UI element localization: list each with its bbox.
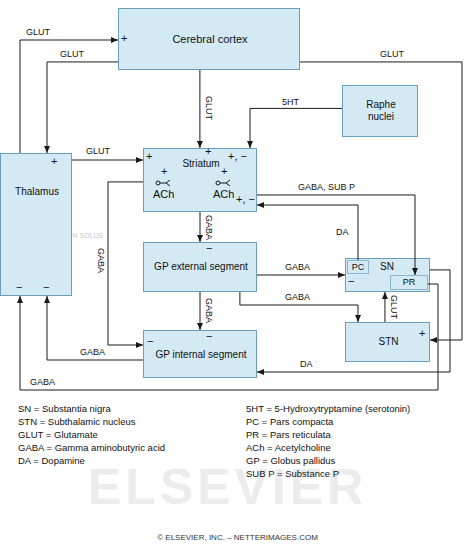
- pathway-connector: [250, 108, 342, 148]
- node-label: GP external segment: [144, 261, 258, 273]
- signal-label: DA: [300, 360, 313, 369]
- legend-entry: SUB P = Substance P: [246, 469, 339, 479]
- nucleus-box: Cerebral cortex: [118, 8, 300, 70]
- legend-entry: GP = Globus pallidus: [246, 456, 335, 466]
- pathway-connector: [257, 275, 345, 276]
- nucleus-box: PR: [390, 275, 428, 290]
- signal-label: DA: [336, 228, 349, 237]
- watermark-text: © ELSEVIER, INC. – NETTERIMAGES.COM: [0, 534, 475, 542]
- sign-label: −: [43, 282, 49, 293]
- sign-label: ACh: [213, 189, 234, 200]
- sign-label: +: [205, 146, 211, 157]
- pathway-connector: [108, 182, 143, 345]
- sign-label: ACh: [153, 189, 174, 200]
- legend-entry: PR = Pars reticulata: [246, 430, 331, 440]
- pathway-connector: [384, 292, 385, 322]
- connector-group: [20, 40, 462, 390]
- pathway-connector: [20, 40, 118, 153]
- signal-label: GABA: [204, 298, 213, 323]
- signal-label: GLUT: [389, 295, 398, 319]
- signal-label: 5HT: [282, 98, 299, 107]
- sign-label: +, −: [236, 194, 255, 205]
- pathway-connector: [200, 212, 201, 242]
- nucleus-box: PC: [347, 260, 369, 274]
- legend-entry: SN = Substantia nigra: [18, 404, 111, 414]
- signal-label: GLUT: [26, 28, 50, 37]
- legend-entry: GABA = Gamma aminobutyric acid: [18, 443, 165, 453]
- sign-label: +: [146, 151, 152, 162]
- sign-label: +: [161, 166, 167, 177]
- nucleus-box: Raphe nuclei: [342, 85, 418, 137]
- signal-label: GABA: [285, 263, 310, 272]
- sign-label: −: [206, 331, 212, 342]
- node-label: GP internal segment: [144, 349, 258, 361]
- node-label: Cerebral cortex: [119, 33, 301, 46]
- signal-label: GLUT: [380, 50, 404, 59]
- pathway-connector: [200, 292, 201, 330]
- legend-entry: STN = Subthalamic nucleus: [18, 417, 136, 427]
- node-label: PC: [348, 262, 368, 272]
- pathway-connector: [257, 195, 415, 275]
- signal-label: GLUT: [60, 50, 84, 59]
- nucleus-box: Thalamus: [0, 153, 72, 296]
- node-label: Thalamus: [1, 186, 73, 198]
- legend-entry: DA = Dopamine: [18, 456, 85, 466]
- pathway-connector: [47, 296, 143, 360]
- signal-label: GLUT: [204, 96, 213, 120]
- legend-entry: GLUT = Glutamate: [18, 430, 98, 440]
- legend-entry: 5HT = 5-Hydroxytryptamine (serotonin): [246, 404, 410, 414]
- sign-label: +: [51, 156, 57, 167]
- signal-label: GABA: [96, 248, 105, 273]
- pathway-connector: [300, 62, 462, 340]
- sign-label: −: [16, 282, 22, 293]
- pathway-connector: [257, 205, 358, 260]
- nucleus-box: GP external segment: [143, 242, 257, 292]
- signal-label: GABA: [30, 378, 55, 387]
- sign-label: +: [121, 33, 127, 44]
- pathway-connector: [240, 292, 358, 322]
- signal-label: GABA: [285, 293, 310, 302]
- signal-label: GABA, SUB P: [298, 183, 355, 192]
- node-label: PR: [391, 277, 427, 287]
- nucleus-box: GP internal segment: [143, 330, 257, 378]
- node-label: SN: [372, 261, 402, 273]
- pathway-connector: [20, 284, 438, 390]
- signal-label: GLUT: [86, 147, 110, 156]
- legend-entry: PC = Pars compacta: [246, 417, 333, 427]
- pathway-connector: [47, 62, 118, 153]
- sign-label: −: [147, 336, 153, 347]
- signal-label: GABA: [80, 348, 105, 357]
- sign-label: −: [348, 276, 354, 287]
- nucleus-box: STN: [345, 322, 430, 362]
- sign-label: +: [221, 166, 227, 177]
- signal-label: GABA: [204, 215, 213, 240]
- pathway-connector: [199, 70, 200, 148]
- legend-entry: ACh = Acetylcholine: [246, 443, 331, 453]
- pathway-connector: [72, 160, 143, 161]
- node-label: STN: [346, 336, 431, 348]
- sign-label: +: [419, 328, 425, 339]
- nucleus-box: SN PC PR: [345, 258, 430, 292]
- sign-label: +, −: [228, 151, 247, 162]
- sign-label: −: [206, 243, 212, 254]
- node-label: Raphe nuclei: [361, 99, 401, 122]
